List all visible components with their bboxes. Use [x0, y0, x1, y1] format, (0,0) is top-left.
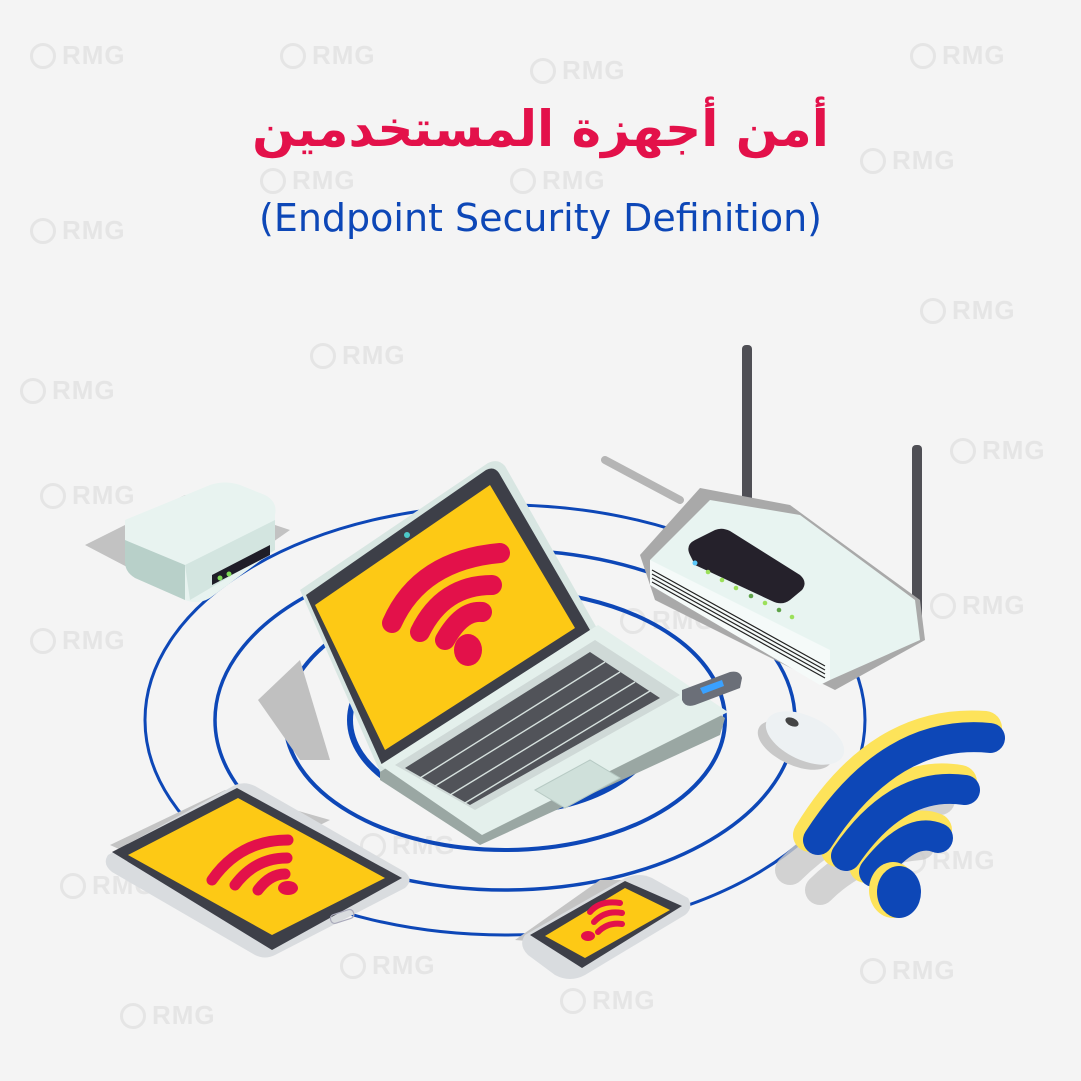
usb-dongle-icon: [682, 671, 742, 706]
page-title-arabic: أمن أجهزة المستخدمين: [252, 100, 829, 158]
computer-mouse-icon: [757, 711, 845, 770]
wifi-dot-icon: [869, 862, 921, 918]
smartphone-icon: [515, 875, 691, 979]
tablet-icon: [105, 783, 410, 958]
wifi-router-icon: [601, 345, 925, 690]
page-subtitle-english: (Endpoint Security Definition): [259, 196, 822, 240]
wifi-symbol-3d-icon: [775, 710, 1005, 905]
laptop-icon: [258, 461, 728, 845]
set-top-box-icon: [85, 482, 290, 603]
